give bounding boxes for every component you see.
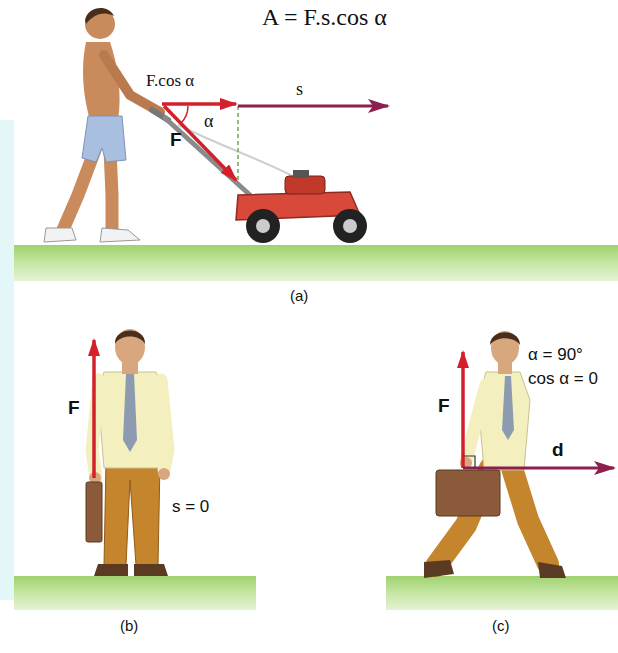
condition-label: s = 0	[172, 498, 209, 517]
force-arrow	[164, 106, 236, 180]
ground-c	[386, 576, 618, 610]
panel-label: (b)	[120, 618, 138, 635]
angle-label: α	[204, 112, 213, 132]
angle-arc	[181, 106, 188, 123]
ground-a	[14, 245, 618, 281]
briefcase	[86, 482, 102, 542]
vector-label: F	[438, 396, 450, 417]
condition-label: cos α = 0	[528, 370, 598, 389]
vector-label: F	[170, 130, 182, 151]
displacement-arrow	[463, 467, 614, 470]
vector-label: F	[68, 398, 80, 419]
vector-label: d	[552, 440, 564, 461]
force-component-arrow	[162, 102, 236, 106]
force-arrow	[92, 340, 96, 478]
side-band	[0, 120, 14, 600]
displacement-arrow	[238, 105, 388, 108]
right-angle-mark	[463, 456, 475, 468]
briefcase	[436, 470, 500, 516]
panel-label: (a)	[290, 288, 308, 305]
panel-label: (c)	[492, 618, 510, 635]
man-a	[44, 8, 160, 242]
man-c	[424, 331, 566, 578]
condition-label: α = 90°	[528, 346, 583, 365]
formula: A = F.s.cos α	[262, 4, 387, 30]
component-label: F.cos α	[146, 72, 194, 91]
force-arrow	[461, 352, 465, 468]
lawnmower	[236, 170, 367, 243]
vector-label: s	[296, 80, 303, 100]
projection-line	[237, 106, 239, 180]
ground-b	[14, 576, 256, 610]
